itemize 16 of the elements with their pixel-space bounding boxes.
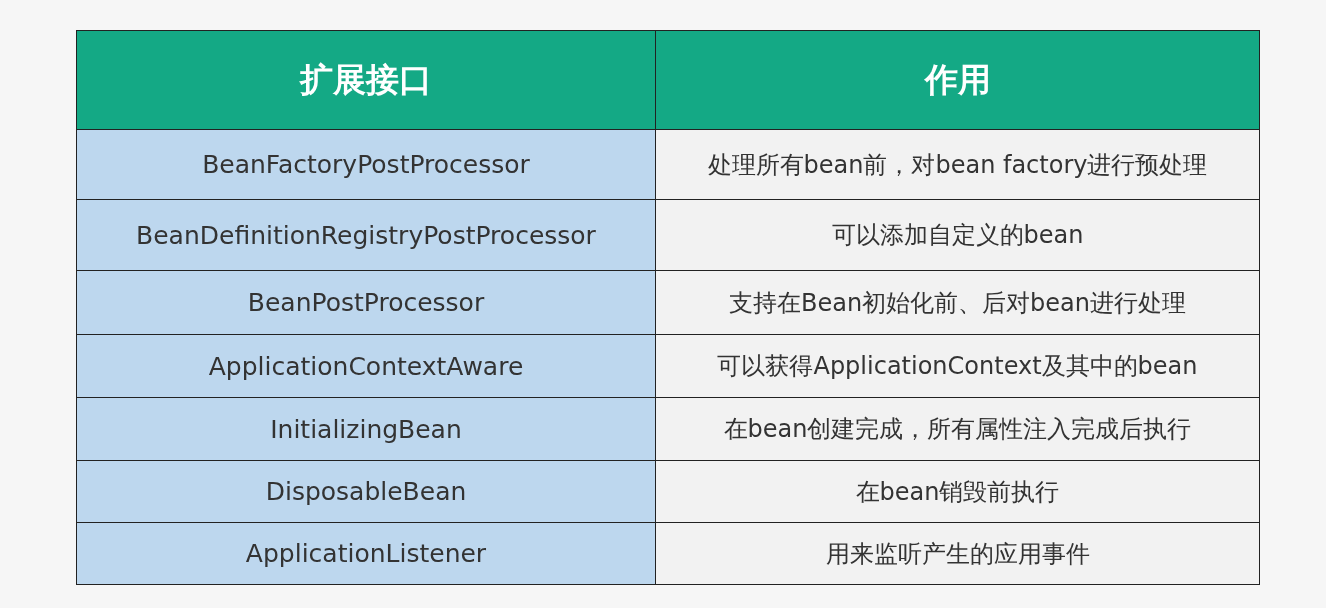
description-cell: 处理所有bean前，对bean factory进行预处理 — [655, 129, 1260, 200]
description-cell: 可以添加自定义的bean — [655, 199, 1260, 271]
interface-name-cell: BeanFactoryPostProcessor — [76, 129, 656, 200]
interface-name-cell: ApplicationListener — [76, 522, 656, 585]
header-cell: 扩展接口 — [76, 30, 656, 130]
description-cell: 在bean创建完成，所有属性注入完成后执行 — [655, 397, 1260, 461]
description-cell: 支持在Bean初始化前、后对bean进行处理 — [655, 270, 1260, 335]
header-cell: 作用 — [655, 30, 1260, 130]
description-cell: 可以获得ApplicationContext及其中的bean — [655, 334, 1260, 398]
interface-name-cell: InitializingBean — [76, 397, 656, 461]
interface-name-cell: ApplicationContextAware — [76, 334, 656, 398]
description-cell: 用来监听产生的应用事件 — [655, 522, 1260, 585]
interface-name-cell: BeanDefinitionRegistryPostProcessor — [76, 199, 656, 271]
interface-name-cell: BeanPostProcessor — [76, 270, 656, 335]
description-cell: 在bean销毁前执行 — [655, 460, 1260, 523]
interface-name-cell: DisposableBean — [76, 460, 656, 523]
